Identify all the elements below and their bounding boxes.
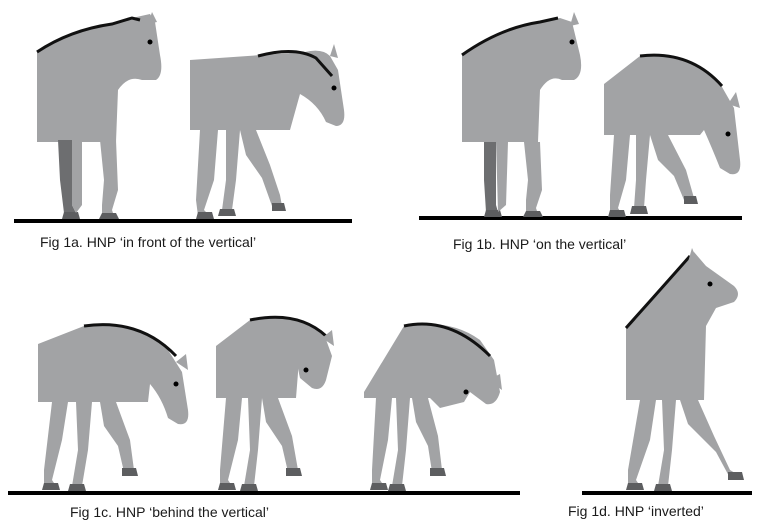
horse-1d: [626, 248, 744, 491]
figure-1a: [14, 12, 352, 223]
caption-fig-1c: Fig 1c. HNP ‘behind the vertical’: [70, 504, 269, 520]
caption-fig-1a: Fig 1a. HNP ‘in front of the vertical’: [40, 234, 256, 250]
figure-1d: [582, 248, 752, 495]
horse-1b-right: [604, 55, 740, 217]
horse-1a-left: [37, 12, 161, 219]
horse-1c-middle: [216, 317, 334, 491]
ground-line: [419, 216, 742, 220]
caption-fig-1b: Fig 1b. HNP ‘on the vertical’: [453, 236, 626, 252]
figure-1b: [419, 12, 742, 220]
horse-1c-right: [364, 324, 502, 491]
figure-1c: [8, 317, 520, 495]
ground-line: [582, 491, 752, 495]
horse-1a-right: [190, 44, 344, 219]
horse-1b-left: [462, 12, 581, 217]
ground-line: [8, 491, 520, 495]
caption-fig-1d: Fig 1d. HNP ‘inverted’: [568, 503, 704, 519]
ground-line: [14, 219, 352, 223]
horse-1c-left: [38, 325, 188, 491]
